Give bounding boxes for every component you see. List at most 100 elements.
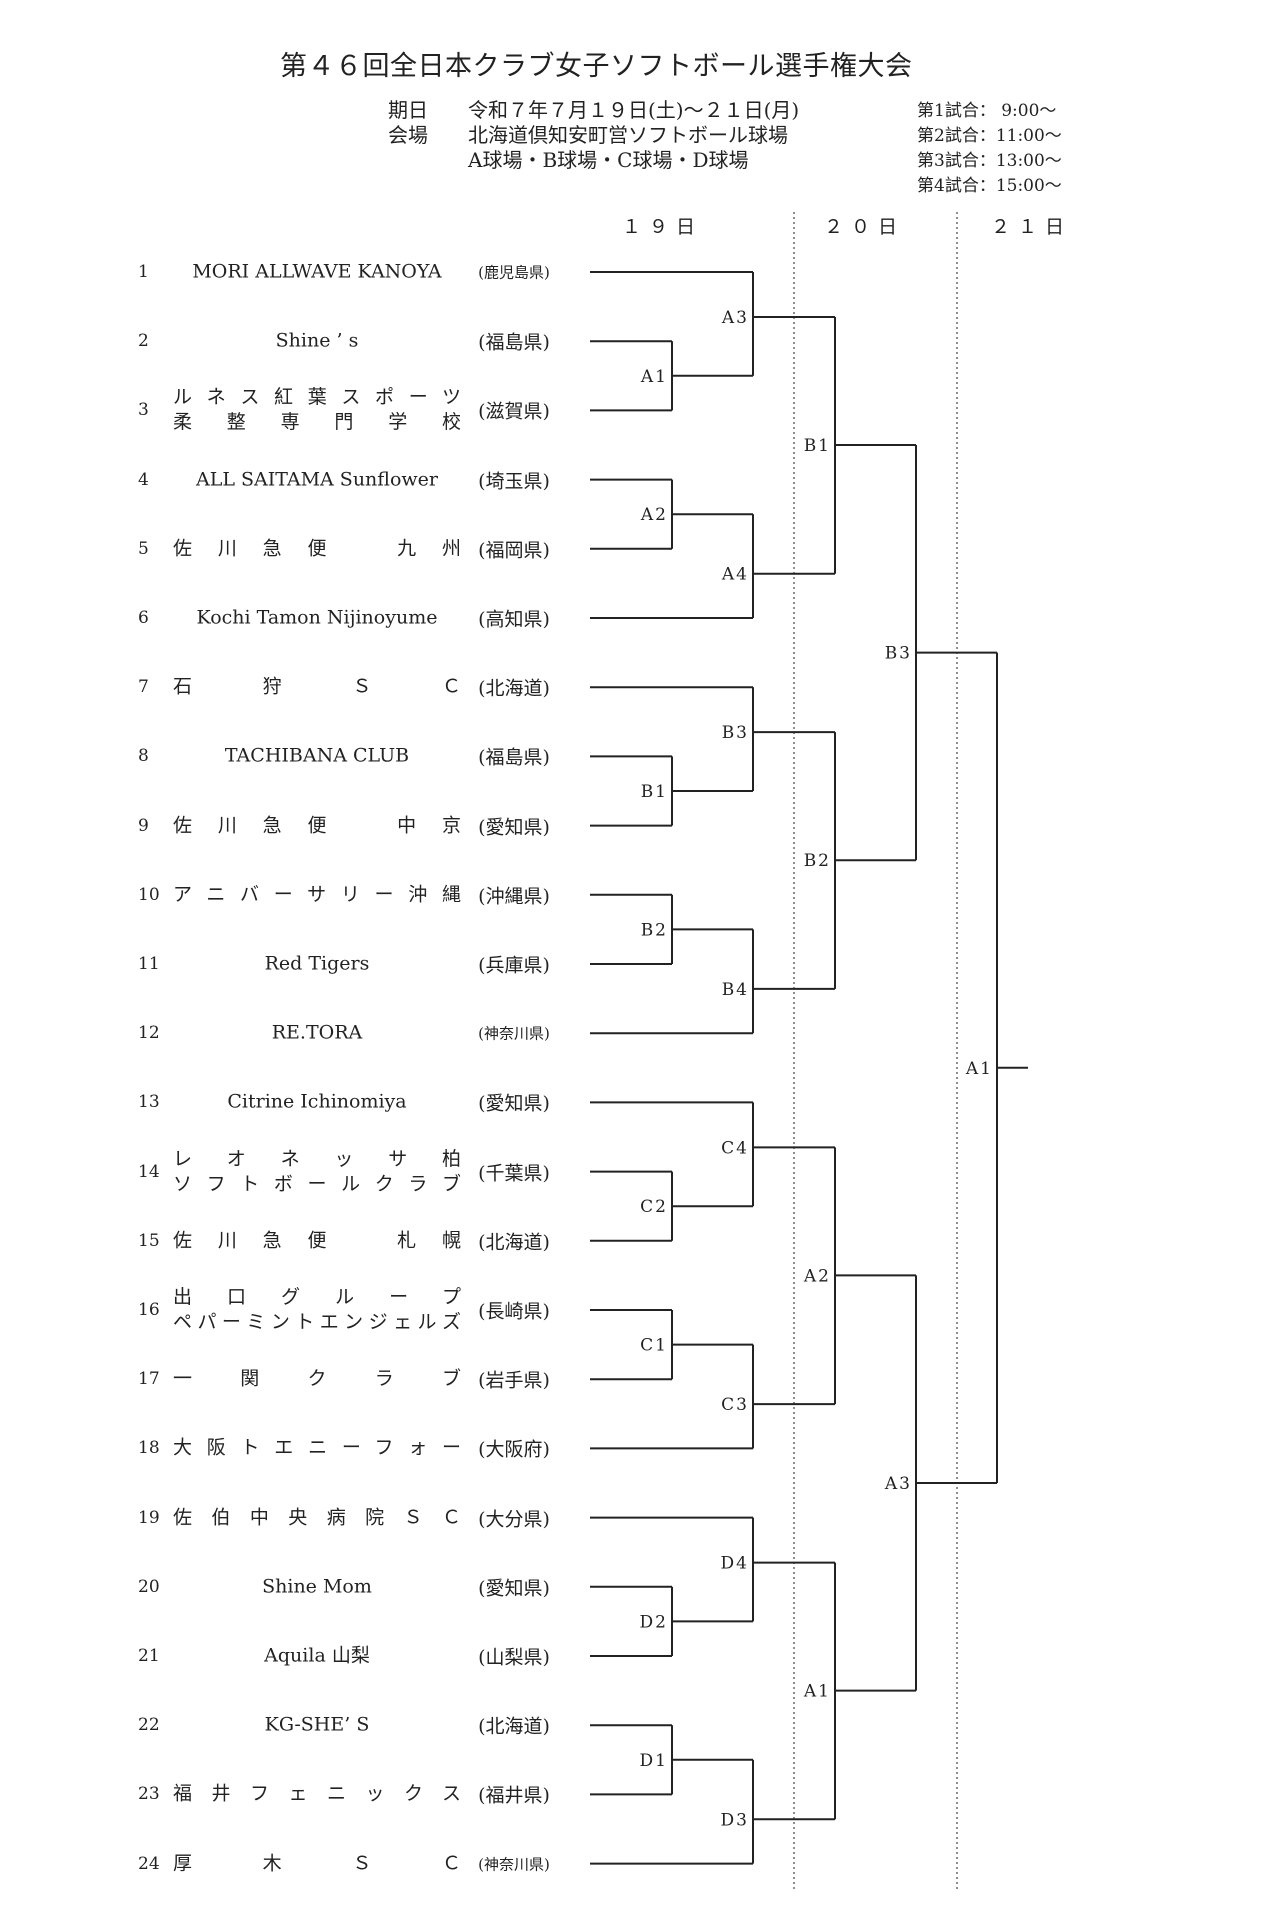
team-prefecture: (愛知県) <box>478 816 550 839</box>
team-prefecture: (滋賀県) <box>478 400 550 423</box>
team-name: TACHIBANA CLUB <box>173 744 461 769</box>
team-name-line: 佐川急便 九州 <box>173 537 461 560</box>
team-prefecture: (鹿児島県) <box>478 263 550 282</box>
team-seed-number: 22 <box>138 1715 160 1736</box>
team-seed-number: 1 <box>138 262 149 282</box>
team-prefecture: (沖縄県) <box>478 885 550 908</box>
team-name-line: Shine ’ s <box>275 329 359 352</box>
team-name-line: KG-SHE’ S <box>264 1713 370 1736</box>
team-seed-number: 12 <box>138 1023 160 1044</box>
venue-label: 会場 <box>388 123 428 147</box>
team-name: Citrine Ichinomiya <box>173 1090 461 1115</box>
schedule-game-3: 第3試合：13:00～ <box>917 151 1062 171</box>
match-label: A2 <box>640 505 668 525</box>
team-seed-number: 8 <box>138 746 149 767</box>
day-header-19: １９日 <box>622 216 704 238</box>
team-name: KG-SHE’ S <box>173 1713 461 1738</box>
schedule-game-4: 第4試合：15:00～ <box>917 176 1062 196</box>
team-seed-number: 18 <box>138 1438 160 1459</box>
team-prefecture: (長崎県) <box>478 1300 550 1323</box>
match-label: C3 <box>721 1395 749 1415</box>
day-header-21: ２１日 <box>991 216 1073 238</box>
team-seed-number: 13 <box>138 1092 160 1113</box>
team-name-line: ソフトボールクラブ <box>173 1172 461 1195</box>
match-label: B3 <box>722 723 749 743</box>
venue-value: 北海道倶知安町営ソフトボール球場 <box>468 123 788 147</box>
match-label: C4 <box>721 1138 749 1158</box>
schedule-game-2: 第2試合：11:00～ <box>917 126 1062 146</box>
fields-list: A球場・B球場・C球場・D球場 <box>468 148 749 172</box>
team-name: RE.TORA <box>173 1021 461 1046</box>
team-name: ALL SAITAMA Sunflower <box>173 467 461 492</box>
team-seed-number: 14 <box>138 1161 160 1182</box>
team-prefecture: (高知県) <box>478 608 550 631</box>
team-seed-number: 10 <box>138 884 160 905</box>
team-name-line: アニバーサリー沖縄 <box>173 883 461 906</box>
team-name-line: Kochi Tamon Nijinoyume <box>196 606 438 629</box>
team-name: Shine ’ s <box>173 329 461 354</box>
team-seed-number: 7 <box>138 677 149 698</box>
date-value: 令和７年７月１９日(土)～２１日(月) <box>468 98 800 122</box>
team-name-line: 福井フェニックス <box>173 1782 461 1805</box>
team-name: 佐川急便 中京 <box>173 813 461 838</box>
team-name-line: 厚木ＳＣ <box>173 1852 461 1875</box>
page-title: 第４６回全日本クラブ女子ソフトボール選手権大会 <box>280 51 913 82</box>
match-label: B2 <box>641 920 668 940</box>
team-seed-number: 17 <box>138 1369 160 1390</box>
match-label: D4 <box>721 1554 749 1574</box>
team-prefecture: (北海道) <box>478 677 550 700</box>
team-prefecture: (北海道) <box>478 1715 550 1738</box>
team-prefecture: (大分県) <box>478 1508 550 1531</box>
match-label: B3 <box>885 644 912 664</box>
team-prefecture: (大阪府) <box>478 1438 550 1461</box>
team-name: 佐伯中央病院ＳＣ <box>173 1505 461 1530</box>
team-seed-number: 23 <box>138 1784 160 1805</box>
team-seed-number: 21 <box>138 1646 160 1666</box>
team-prefecture: (愛知県) <box>478 1092 550 1115</box>
team-name: 佐川急便 札幌 <box>173 1228 461 1253</box>
team-name-line: 佐川急便 中京 <box>173 814 461 837</box>
team-seed-number: 15 <box>138 1230 160 1251</box>
match-label: A3 <box>721 308 749 328</box>
team-name: 佐川急便 九州 <box>173 536 461 561</box>
team-name: Aquila 山梨 <box>173 1644 461 1669</box>
team-name-line: 大阪トエニーフォー <box>173 1436 461 1459</box>
team-seed-number: 9 <box>138 815 149 836</box>
team-seed-number: 5 <box>138 538 149 559</box>
team-name-line: Aquila 山梨 <box>264 1644 370 1667</box>
team-seed-number: 24 <box>138 1853 160 1874</box>
team-prefecture: (神奈川県) <box>478 1024 550 1043</box>
team-name: 石狩ＳＣ <box>173 675 461 700</box>
match-label: C1 <box>640 1336 668 1356</box>
match-label: A1 <box>803 1682 831 1702</box>
team-name-line: レオネッサ柏 <box>173 1147 461 1170</box>
date-label: 期日 <box>388 98 428 122</box>
match-label: D1 <box>640 1751 668 1771</box>
team-prefecture: (福井県) <box>478 1784 550 1807</box>
match-label: A3 <box>884 1474 912 1494</box>
team-name-line: 佐伯中央病院ＳＣ <box>173 1506 461 1529</box>
team-seed-number: 6 <box>138 608 149 628</box>
team-name-line: ALL SAITAMA Sunflower <box>196 468 438 491</box>
team-prefecture: (千葉県) <box>478 1162 550 1185</box>
team-name: 出口グループペパーミントエンジェルズ <box>173 1285 461 1335</box>
team-prefecture: (愛知県) <box>478 1577 550 1600</box>
team-name-line: Red Tigers <box>264 952 370 975</box>
team-name: Kochi Tamon Nijinoyume <box>173 606 461 631</box>
team-name: Red Tigers <box>173 952 461 977</box>
team-name-line: Citrine Ichinomiya <box>227 1090 407 1113</box>
day-header-20: ２０日 <box>824 216 906 238</box>
team-prefecture: (北海道) <box>478 1231 550 1254</box>
team-prefecture: (福島県) <box>478 331 550 354</box>
team-name-line: 石狩ＳＣ <box>173 675 461 698</box>
match-label: A2 <box>803 1266 831 1286</box>
team-name-line: 柔整専門学校 <box>173 411 461 434</box>
schedule-game-1: 第1試合： 9:00～ <box>917 101 1057 121</box>
team-name-line: 佐川急便 札幌 <box>173 1229 461 1252</box>
team-name: ルネス紅葉スポーツ柔整専門学校 <box>173 385 461 435</box>
team-prefecture: (神奈川県) <box>478 1855 550 1874</box>
team-seed-number: 19 <box>138 1507 160 1528</box>
team-seed-number: 11 <box>138 954 160 974</box>
team-name: 厚木ＳＣ <box>173 1851 461 1876</box>
